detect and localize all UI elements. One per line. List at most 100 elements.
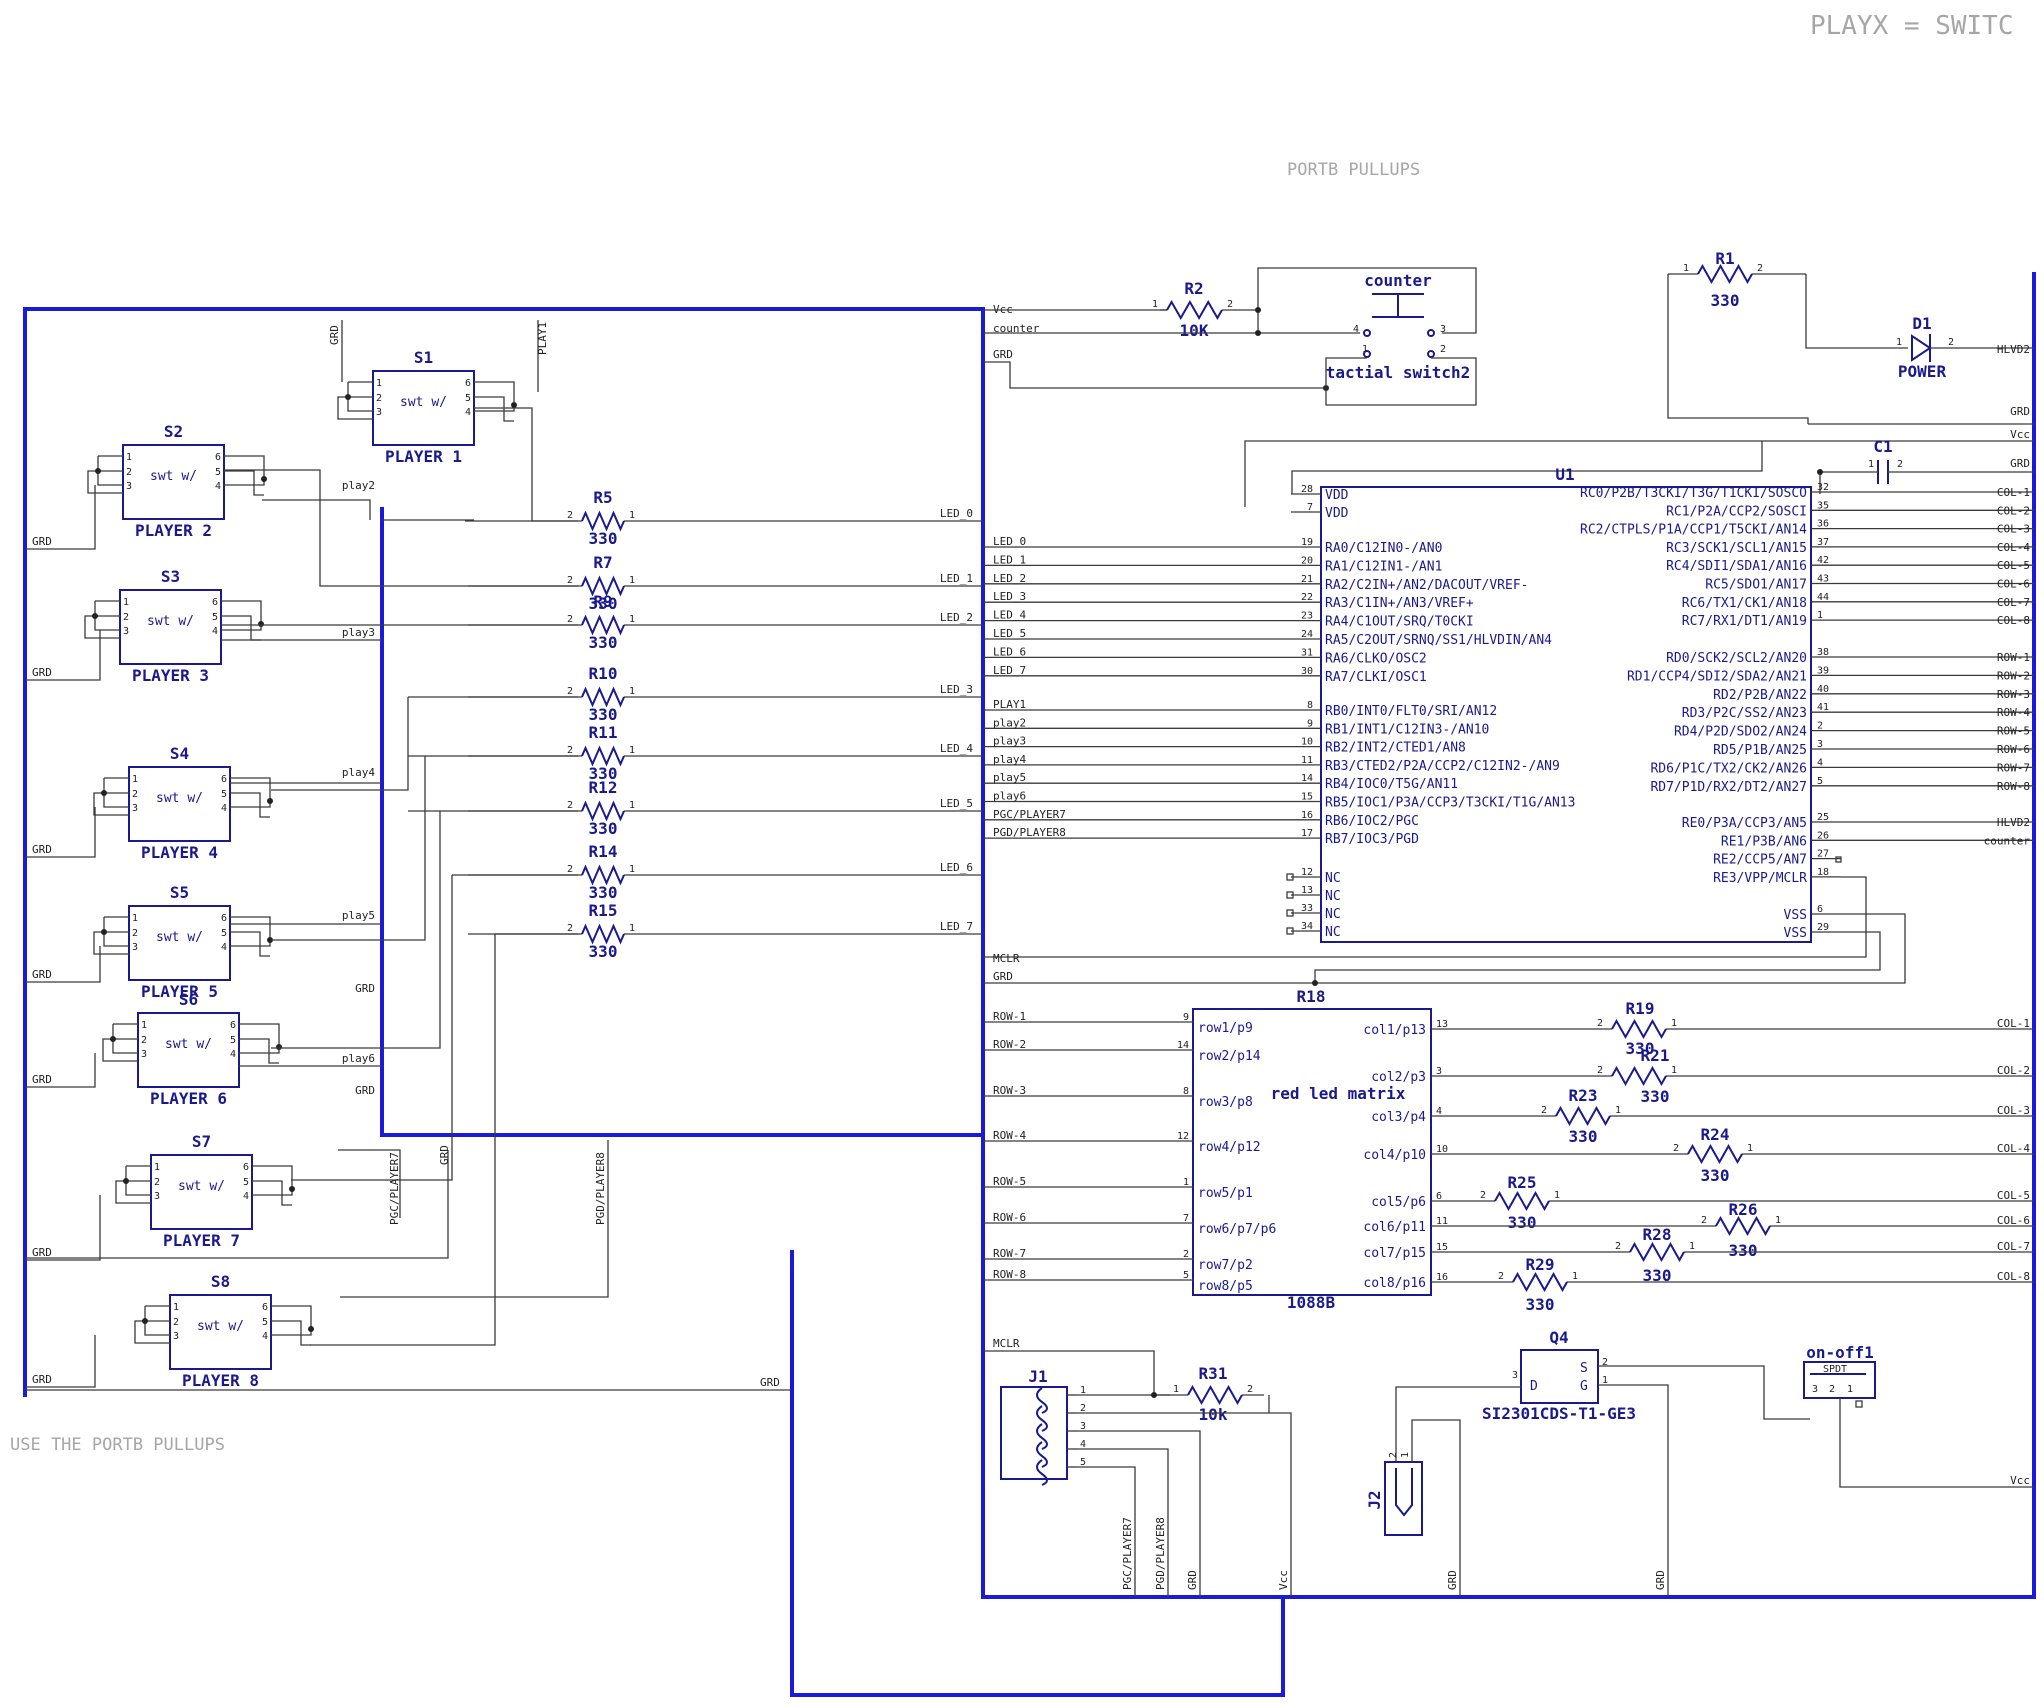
wire bbox=[1411, 1419, 1461, 1597]
u1-pin-num: 6 bbox=[1817, 904, 1823, 915]
matrix-pin-num: 9 bbox=[1183, 1012, 1189, 1023]
grd-rail bbox=[25, 1335, 96, 1388]
switch-s2-pin: 3 bbox=[126, 481, 132, 492]
net-label-led: LED_0 bbox=[940, 507, 973, 520]
counter-switch-contact bbox=[1427, 329, 1435, 337]
matrix-pin-name: row5/p1 bbox=[1198, 1186, 1253, 1201]
resistor-r1-value: 330 bbox=[1711, 291, 1740, 310]
u1-pin-name: RC3/SCK1/SCL1/AN15 bbox=[1666, 541, 1807, 556]
u1-pin-num: 9 bbox=[1307, 718, 1313, 729]
net-label-play: play2 bbox=[342, 479, 375, 492]
u1-pin-name: RA4/C1OUT/SRQ/T0CKI bbox=[1325, 615, 1474, 630]
switch-s4-label: swt w/ bbox=[156, 791, 203, 806]
net-label-u1: LED_3 bbox=[993, 590, 1026, 603]
header-j2-contact bbox=[1395, 1468, 1413, 1517]
matrix-pin-name: row8/p5 bbox=[1198, 1279, 1253, 1294]
junction-dot bbox=[267, 937, 273, 943]
u1-pin-name: RA6/CLKO/OSC2 bbox=[1325, 651, 1427, 666]
net-label-vcc: Vcc bbox=[2010, 428, 2030, 441]
switch-s6-ref: S6 bbox=[179, 990, 198, 1009]
wire bbox=[239, 1038, 279, 1064]
matrix-pin-num: 7 bbox=[1183, 1213, 1189, 1224]
play-wire bbox=[271, 811, 441, 1049]
resistor-r7-value: 330 bbox=[589, 594, 618, 613]
resistor-r29-zigzag bbox=[1512, 1271, 1568, 1293]
header-j1-spring bbox=[1036, 1459, 1048, 1486]
wire bbox=[1598, 1365, 1810, 1420]
resistor-r29-value: 330 bbox=[1526, 1295, 1555, 1314]
u1-pin-num: 23 bbox=[1301, 611, 1313, 622]
net-label-row: ROW-5 bbox=[993, 1175, 1026, 1188]
net-label-row: ROW-6 bbox=[993, 1211, 1026, 1224]
resistor-r11-pin: 1 bbox=[629, 745, 635, 756]
switch-s6-pin: 1 bbox=[141, 1020, 147, 1031]
net-label-row: ROW-4 bbox=[993, 1129, 1026, 1142]
wire bbox=[125, 1166, 151, 1196]
wire bbox=[1314, 931, 1881, 983]
switch-s6-pin: 6 bbox=[230, 1020, 236, 1031]
diode-d1-pin: 2 bbox=[1948, 337, 1954, 348]
net-label-col: COL-1 bbox=[1997, 1017, 2030, 1030]
wire bbox=[115, 1180, 151, 1204]
u1-pin-name: RE0/P3A/CCP3/AN5 bbox=[1682, 816, 1807, 831]
u1-pin-name: RC1/P2A/CCP2/SOSCI bbox=[1666, 504, 1807, 519]
resistor-r19-value: 330 bbox=[1626, 1039, 1655, 1058]
resistor-r23-ref: R23 bbox=[1569, 1086, 1598, 1105]
net-label-led: LED_2 bbox=[940, 611, 973, 624]
matrix-pin-name: col3/p4 bbox=[1371, 1110, 1426, 1125]
u1-pin-name: RC2/CTPLS/P1A/CCP1/T5CKI/AN14 bbox=[1580, 523, 1807, 538]
u1-pin-num: 11 bbox=[1301, 755, 1313, 766]
net-label-u1: LED_4 bbox=[993, 609, 1026, 622]
matrix-pin-name: row3/p8 bbox=[1198, 1095, 1253, 1110]
resistor-r23-value: 330 bbox=[1569, 1127, 1598, 1146]
resistor-r19-ref: R19 bbox=[1626, 999, 1655, 1018]
net-label-led: LED_6 bbox=[940, 861, 973, 874]
net-label-grd: GRD bbox=[32, 1373, 52, 1386]
resistor-r26-pin: 2 bbox=[1701, 1215, 1707, 1226]
net-label-u1: LED_6 bbox=[993, 645, 1026, 658]
net-label-u1: play3 bbox=[993, 735, 1026, 748]
grd-rail bbox=[25, 946, 101, 983]
resistor-r26-pin: 1 bbox=[1775, 1215, 1781, 1226]
grd-rail bbox=[25, 1150, 449, 1259]
header-j1-spring bbox=[1036, 1405, 1048, 1432]
junction-dot bbox=[289, 1186, 295, 1192]
net-label-vcc: Vcc bbox=[1277, 1570, 1290, 1590]
resistor-r24-zigzag bbox=[1687, 1143, 1743, 1165]
switch-s8-pin: 5 bbox=[262, 1317, 268, 1328]
u1-pin-num: 27 bbox=[1817, 849, 1829, 860]
u1-pin-num: 21 bbox=[1301, 574, 1313, 585]
wire bbox=[230, 931, 270, 957]
switch-s4-pin: 5 bbox=[221, 789, 227, 800]
resistor-r26-ref: R26 bbox=[1729, 1200, 1758, 1219]
play-wire bbox=[291, 875, 453, 1181]
switch-s2-pin: 4 bbox=[215, 481, 221, 492]
switch-s6-pin: 3 bbox=[141, 1049, 147, 1060]
resistor-r23-zigzag bbox=[1555, 1105, 1611, 1127]
pgd-wire bbox=[340, 1140, 609, 1298]
counter-switch-contact bbox=[1363, 329, 1371, 337]
u1-pin-name: NC bbox=[1325, 889, 1341, 904]
switch-s7-pin: 1 bbox=[154, 1162, 160, 1173]
net-label-u1: play5 bbox=[993, 771, 1026, 784]
u1-pin-name: RB3/CTED2/P2A/CCP2/C12IN2-/AN9 bbox=[1325, 759, 1560, 774]
wire bbox=[84, 615, 120, 639]
resistor-r1-ref: R1 bbox=[1715, 249, 1734, 268]
net-label-col: COL-2 bbox=[1997, 1064, 2030, 1077]
u1-pin-name: VDD bbox=[1325, 488, 1349, 503]
resistor-r9-ref: R9 bbox=[593, 592, 612, 611]
resistor-r24-pin: 2 bbox=[1673, 1143, 1679, 1154]
title-note: PLAYX = SWITC bbox=[1810, 11, 2014, 41]
matrix-pin-num: 5 bbox=[1183, 1270, 1189, 1281]
junction-dot bbox=[101, 790, 107, 796]
u1-pin-name: RB1/INT1/C12IN3-/AN10 bbox=[1325, 722, 1489, 737]
switch-onoff-ref: on-off1 bbox=[1806, 1343, 1873, 1362]
u1-pin-name: RB7/IOC3/PGD bbox=[1325, 832, 1419, 847]
counter-switch-pin: 1 bbox=[1362, 344, 1368, 355]
resistor-r5-zigzag bbox=[581, 510, 625, 532]
switch-s2-body bbox=[122, 444, 225, 520]
resistor-r28-pin: 1 bbox=[1689, 1241, 1695, 1252]
switch-s3-name: PLAYER 3 bbox=[132, 666, 209, 685]
switch-s3-label: swt w/ bbox=[147, 614, 194, 629]
header-j1-spring bbox=[1036, 1423, 1048, 1450]
